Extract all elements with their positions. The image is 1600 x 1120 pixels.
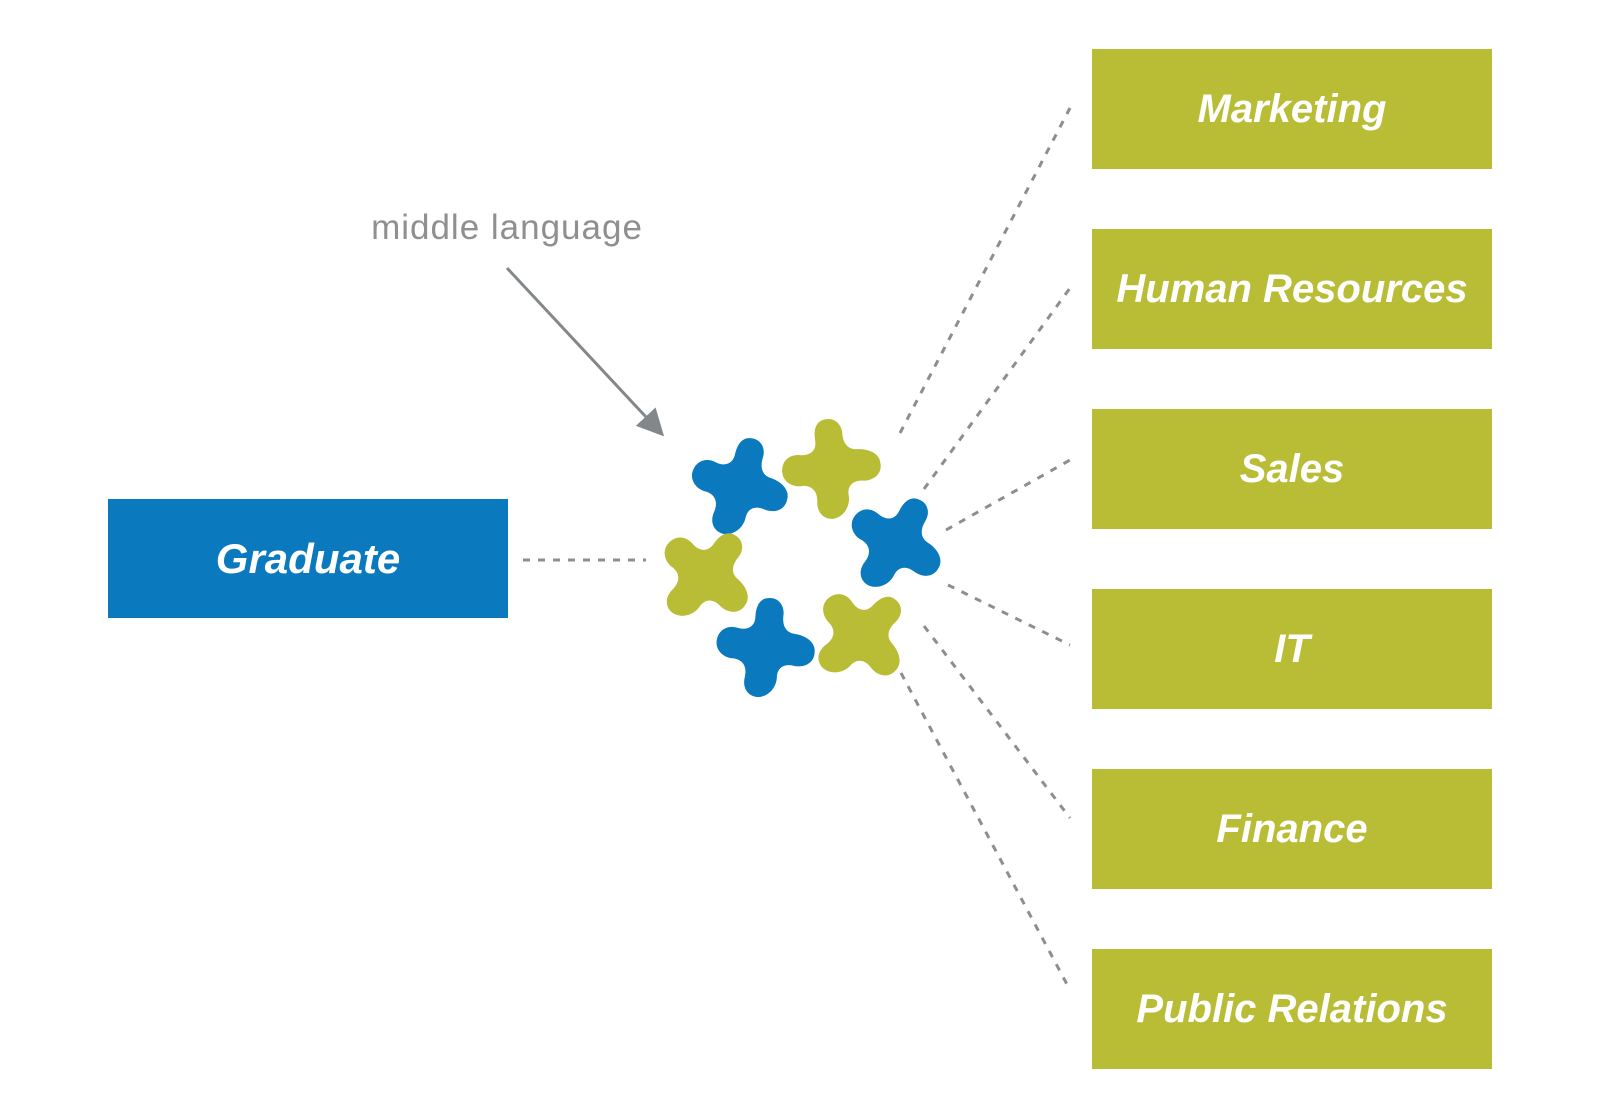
connector-hub-it xyxy=(947,583,1071,647)
department-label: Public Relations xyxy=(1136,986,1448,1031)
node-marketing: Marketing xyxy=(1092,49,1492,169)
node-sales: Sales xyxy=(1092,409,1492,529)
star-cluster-hub xyxy=(635,415,965,706)
node-human-resources: Human Resources xyxy=(1092,229,1492,349)
node-public-relations: Public Relations xyxy=(1092,949,1492,1069)
star-icon xyxy=(778,415,885,523)
star-icon xyxy=(677,423,802,550)
node-finance: Finance xyxy=(1092,769,1492,889)
department-label: Human Resources xyxy=(1116,266,1468,311)
node-graduate: Graduate xyxy=(108,499,508,618)
department-label: Sales xyxy=(1239,446,1345,491)
connector-hub-marketing xyxy=(898,107,1072,434)
graduate-label: Graduate xyxy=(215,534,401,582)
node-it: IT xyxy=(1092,589,1492,709)
connector-hub-human-resources xyxy=(922,287,1072,490)
connector-hub-public-relations xyxy=(899,672,1072,991)
annotation-arrow-icon xyxy=(505,266,665,437)
middle-language-label: middle language xyxy=(371,208,643,247)
department-label: Marketing xyxy=(1197,86,1387,131)
connector-hub-sales xyxy=(945,458,1071,532)
connector-hub-finance xyxy=(922,625,1072,819)
department-label: IT xyxy=(1274,626,1310,671)
star-icon xyxy=(790,565,931,706)
department-label: Finance xyxy=(1216,806,1368,851)
